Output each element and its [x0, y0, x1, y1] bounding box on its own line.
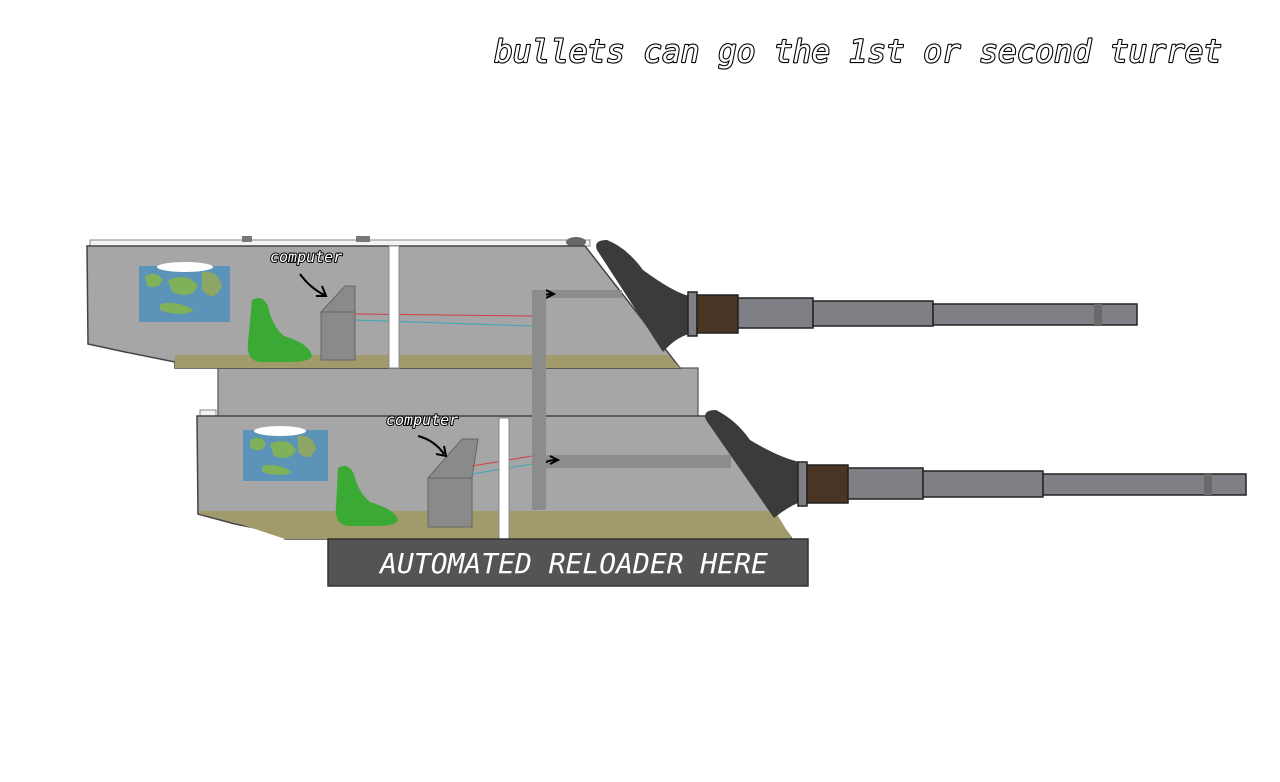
gun-barrel-base — [737, 297, 814, 329]
gun-mantlet — [705, 410, 800, 518]
computer-label: computer — [386, 411, 458, 429]
turret-floor — [200, 511, 792, 539]
lower-turret: computer — [196, 409, 1247, 540]
ammo-chute-vertical — [532, 290, 546, 510]
signal-wire-red — [354, 313, 533, 317]
operator-seat — [247, 298, 312, 362]
gun-breech-sleeve — [806, 464, 849, 504]
gun-barrel-base — [847, 467, 924, 500]
gun-mantlet — [596, 240, 689, 352]
signal-wire-cyan — [354, 319, 533, 327]
gun-breech-ring — [687, 291, 698, 337]
ammo-chute-horizontal — [532, 290, 622, 298]
gun-barrel-tube — [1042, 473, 1247, 496]
reloader-box: AUTOMATED RELOADER HERE — [327, 538, 809, 587]
computer-arrow — [299, 273, 328, 297]
header-note: bullets can go the 1st or second turret — [494, 34, 1222, 70]
hatch-ladder — [388, 245, 400, 369]
ammo-chute-horizontal — [546, 455, 731, 468]
gun-breech-sleeve — [696, 294, 739, 334]
gun-breech-ring — [797, 461, 808, 507]
gun-barrel-mid — [812, 300, 934, 327]
gun-barrel-tube — [932, 303, 1138, 326]
upper-turret: computer — [86, 236, 1138, 369]
reloader-label: AUTOMATED RELOADER HERE — [378, 547, 768, 580]
operator-seat — [335, 466, 398, 526]
gun-barrel-mid — [922, 470, 1044, 498]
deck-connector — [217, 367, 699, 419]
computer-label: computer — [270, 248, 342, 266]
computer-arrow — [417, 435, 448, 458]
roof-rail — [89, 239, 591, 247]
hatch-ladder — [498, 417, 510, 540]
